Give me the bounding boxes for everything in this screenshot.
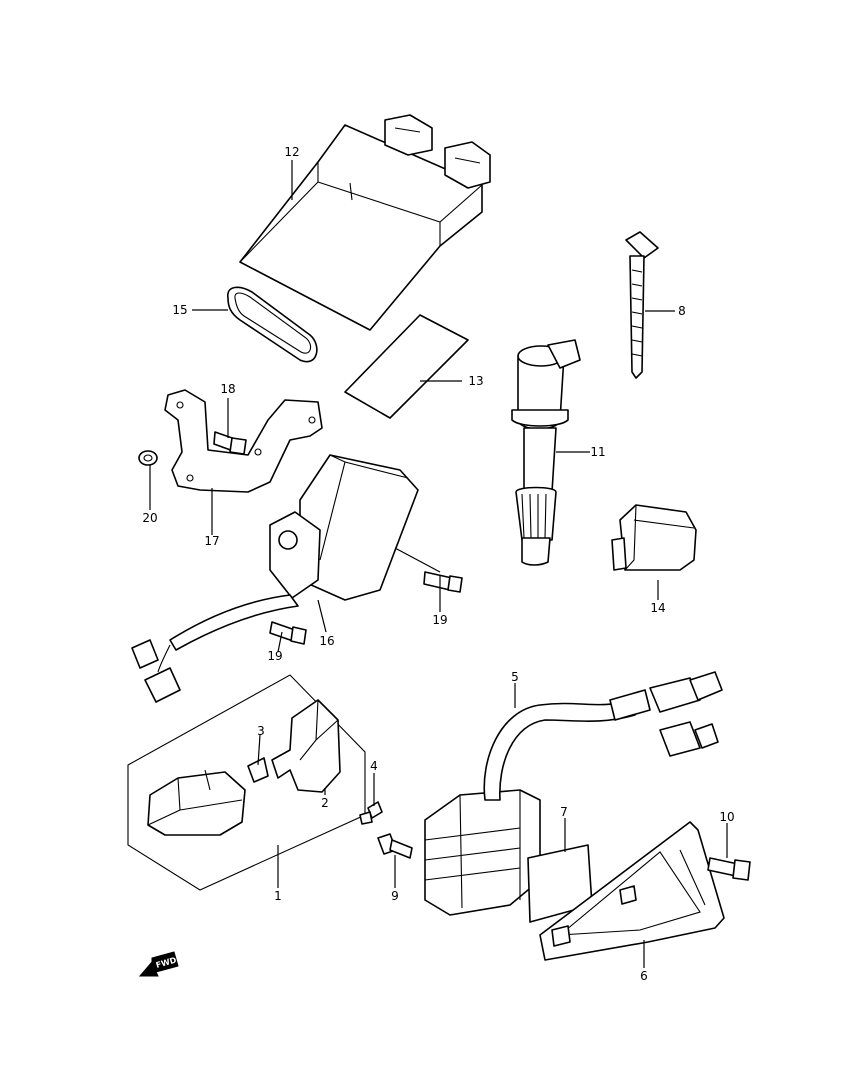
leader-lines bbox=[149, 160, 728, 968]
callout-7: 7 bbox=[560, 805, 568, 819]
bolt-19-right bbox=[423, 571, 463, 593]
callout-1: 1 bbox=[274, 889, 282, 903]
screw-4 bbox=[359, 801, 383, 825]
callout-2: 2 bbox=[321, 796, 329, 810]
gasket-ring bbox=[227, 286, 318, 363]
callout-16: 16 bbox=[319, 634, 334, 648]
bolt-9 bbox=[377, 833, 413, 859]
nut-20 bbox=[138, 450, 158, 466]
ecu-box bbox=[239, 114, 491, 331]
callout-15: 15 bbox=[172, 303, 187, 317]
bolt-18 bbox=[213, 431, 247, 455]
callout-13: 13 bbox=[468, 374, 483, 388]
bracket bbox=[164, 389, 323, 493]
callout-9: 9 bbox=[391, 889, 399, 903]
relay-boot bbox=[271, 699, 341, 793]
cable-tie bbox=[625, 231, 659, 379]
relay bbox=[611, 504, 697, 571]
callout-19-right: 19 bbox=[432, 613, 447, 627]
bolt-19-left bbox=[269, 621, 307, 645]
sensor-module bbox=[131, 454, 419, 703]
bracket-6 bbox=[539, 821, 725, 961]
callout-11: 11 bbox=[590, 445, 605, 459]
callout-20: 20 bbox=[142, 511, 157, 525]
callout-14: 14 bbox=[650, 601, 665, 615]
regulator-rectifier bbox=[424, 671, 723, 916]
fwd-arrow-icon: FWD bbox=[138, 951, 179, 977]
callout-19-left: 19 bbox=[267, 649, 282, 663]
callout-18: 18 bbox=[220, 382, 235, 396]
pad bbox=[344, 314, 469, 419]
callout-8: 8 bbox=[678, 304, 686, 318]
callout-12: 12 bbox=[284, 145, 299, 159]
bolt-10 bbox=[707, 857, 751, 881]
callout-3: 3 bbox=[257, 724, 265, 738]
callout-5: 5 bbox=[511, 670, 519, 684]
callout-6: 6 bbox=[640, 969, 648, 983]
callout-4: 4 bbox=[370, 759, 378, 773]
ignition-coil bbox=[511, 339, 581, 566]
starter-relay bbox=[147, 769, 246, 836]
callout-10: 10 bbox=[719, 810, 734, 824]
callout-17: 17 bbox=[204, 534, 219, 548]
